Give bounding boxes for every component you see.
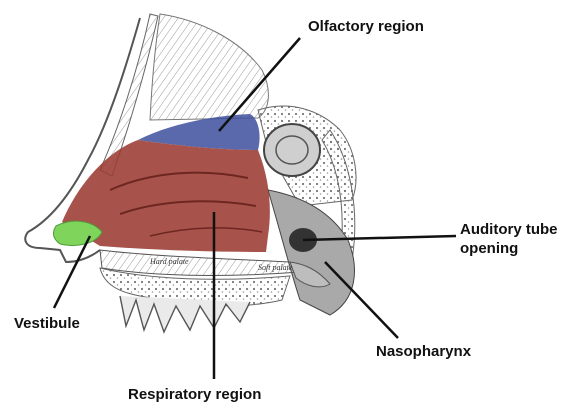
respiratory-region-label: Respiratory region bbox=[128, 385, 261, 404]
teeth bbox=[120, 296, 250, 332]
frontal-sinus bbox=[150, 14, 268, 120]
vestibule-label: Vestibule bbox=[14, 314, 80, 333]
olfactory-region-label: Olfactory region bbox=[308, 17, 424, 36]
auditory-tube-opening-label: Auditory tube opening bbox=[460, 220, 558, 258]
vestibule-leader bbox=[54, 236, 90, 308]
sphenoid-sinus bbox=[264, 124, 320, 176]
soft-palate-text: Soft palate bbox=[258, 263, 293, 272]
nasopharynx-label: Nasopharynx bbox=[376, 342, 471, 361]
hard-palate-text: Hard palate bbox=[149, 257, 189, 266]
